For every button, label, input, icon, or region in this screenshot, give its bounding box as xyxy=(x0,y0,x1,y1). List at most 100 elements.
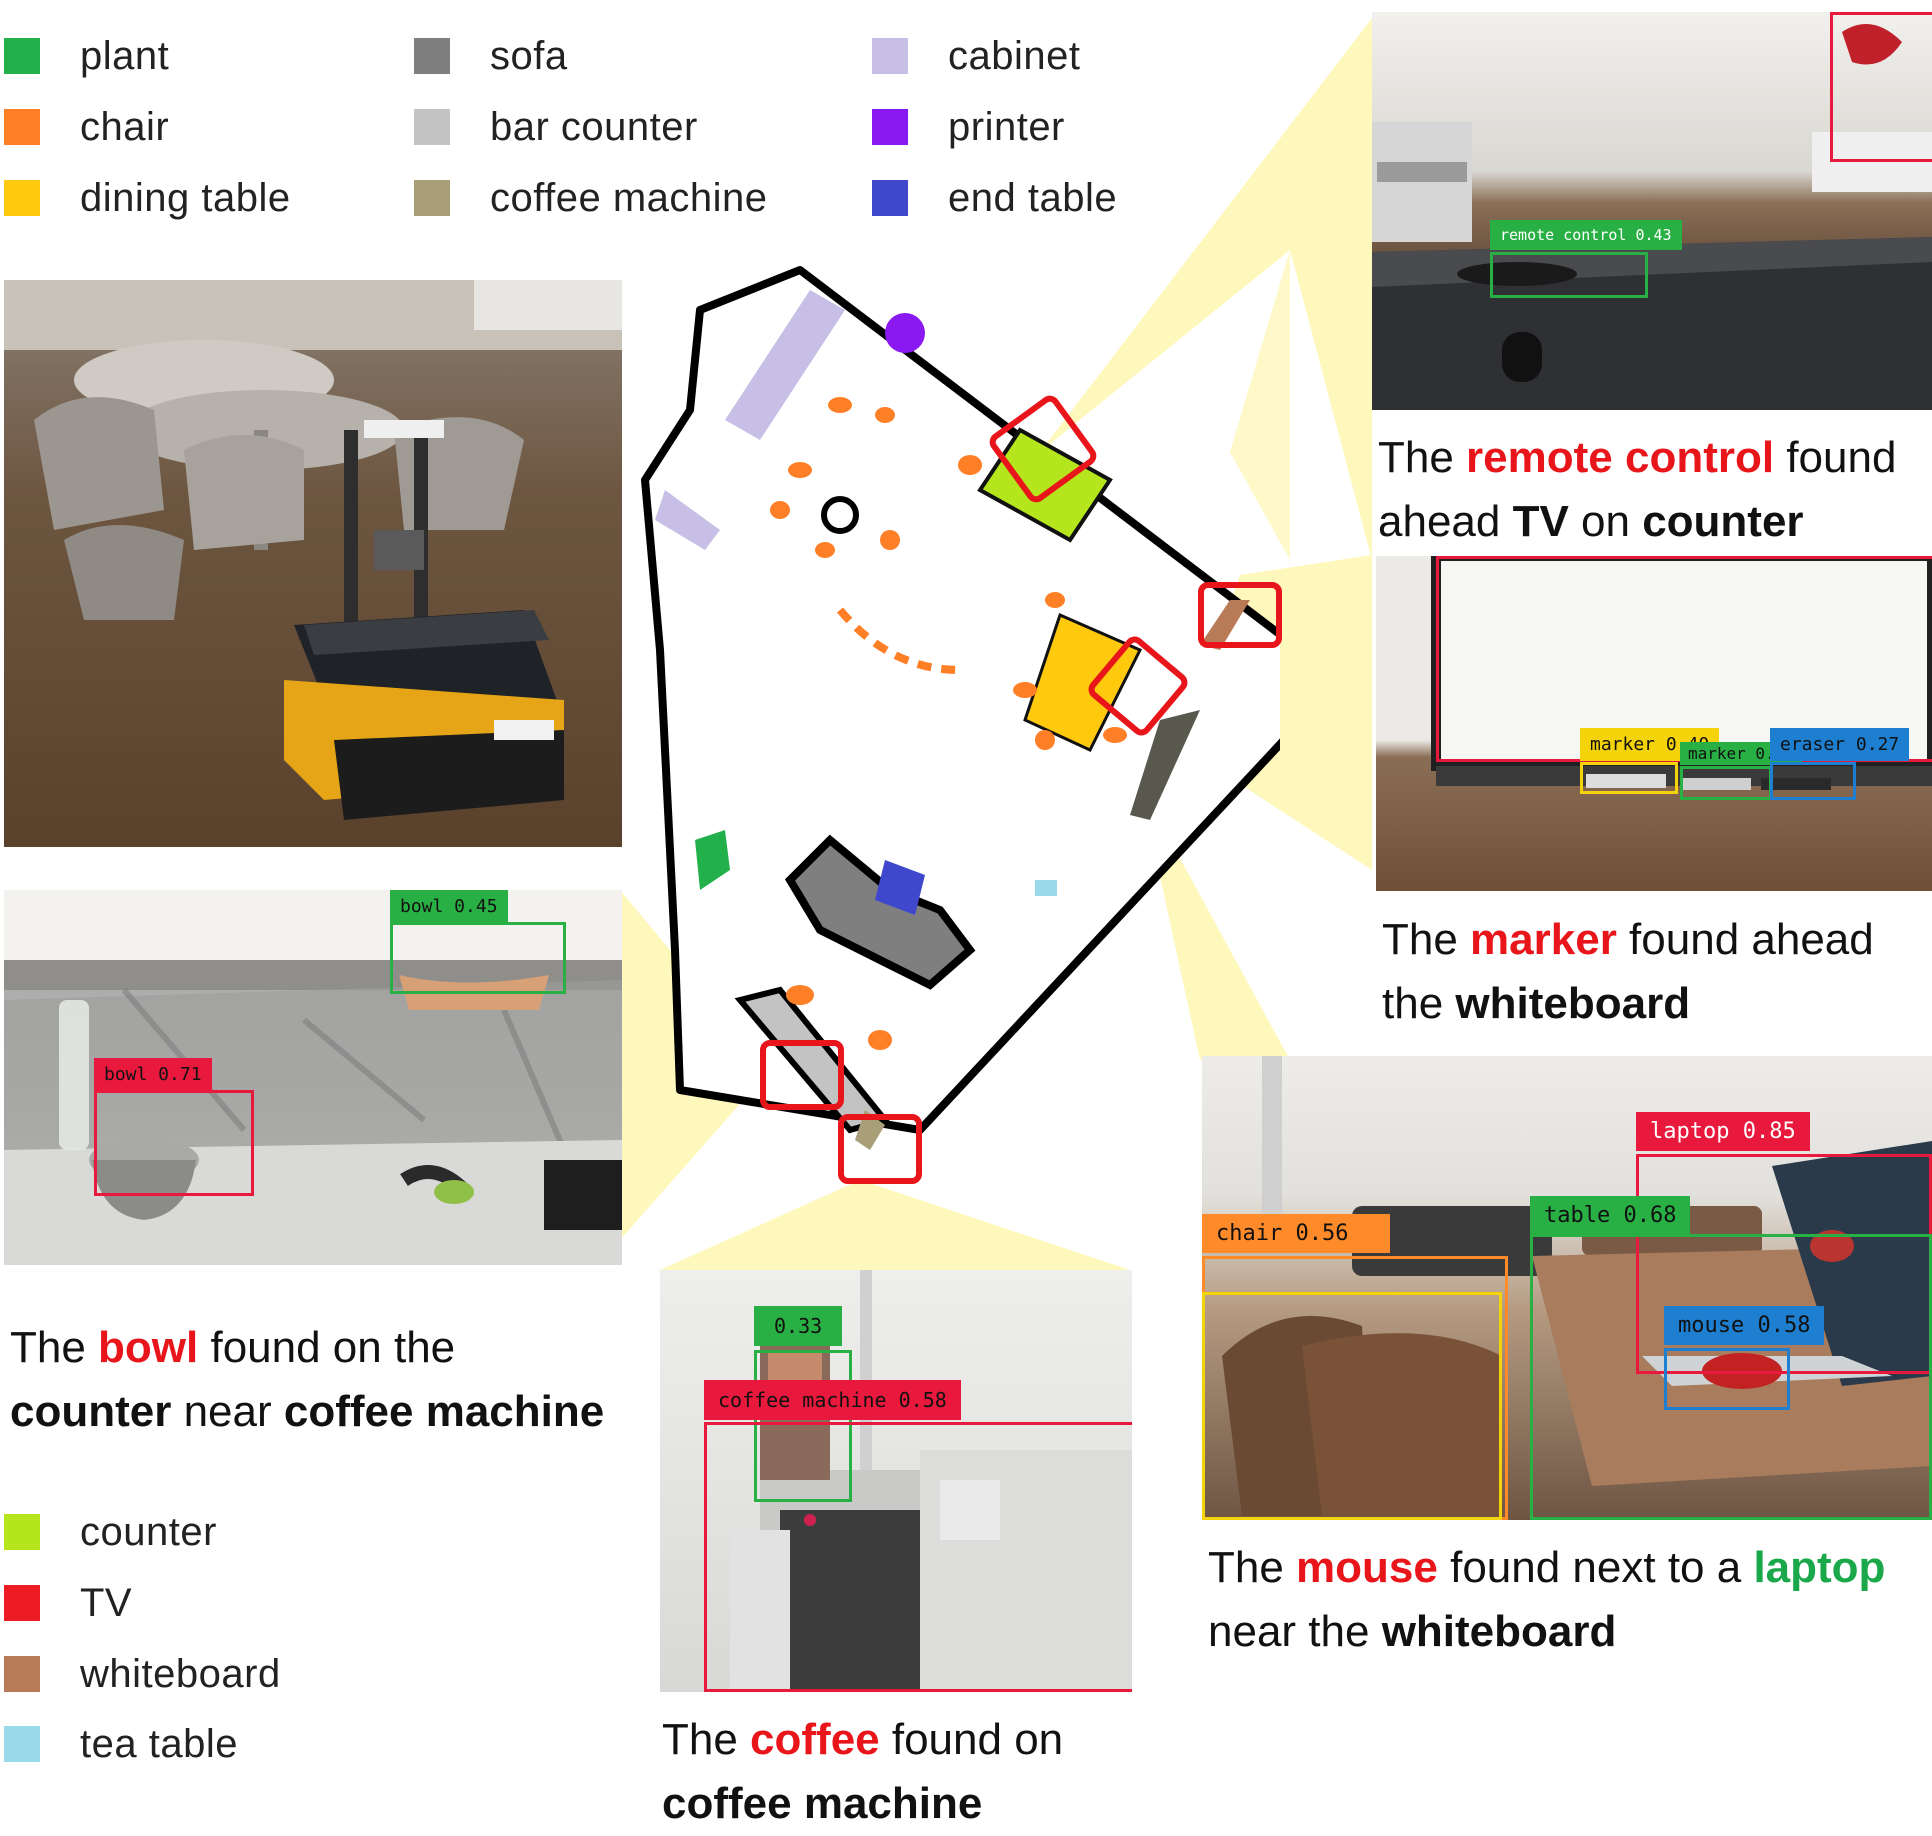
bowl-detection-label-2: bowl 0.71 xyxy=(94,1058,212,1091)
legend-label: counter xyxy=(80,1509,217,1554)
map-plant-shape xyxy=(695,830,730,890)
eraser-detection-box xyxy=(1770,762,1856,800)
legend-label: printer xyxy=(948,104,1065,149)
caption-mouse: The mouse found next to a laptop near th… xyxy=(1208,1536,1885,1664)
map-cabinet-shape xyxy=(725,290,845,440)
legend-label: coffee machine xyxy=(490,175,768,220)
caption-object: marker xyxy=(1470,915,1617,964)
caption-text: The xyxy=(1208,1543,1297,1592)
tea-table-swatch xyxy=(4,1726,40,1762)
caption-landmark: counter xyxy=(10,1387,172,1436)
target-box-coffee xyxy=(838,1114,922,1184)
legend-label: sofa xyxy=(490,33,568,78)
caption-text: found on the xyxy=(198,1323,456,1372)
caption-object: mouse xyxy=(1296,1543,1438,1592)
bowl-detection-box-2 xyxy=(94,1090,254,1196)
legend-item-cabinet: cabinet xyxy=(872,28,1080,84)
end-table-swatch xyxy=(872,180,908,216)
legend-item-coffee-machine: coffee machine xyxy=(414,170,768,226)
coffee-photo: 0.33 coffee machine 0.58 xyxy=(660,1270,1132,1692)
coffee-machine-detection-box xyxy=(704,1422,1132,1692)
caption-landmark: whiteboard xyxy=(1381,1607,1617,1656)
caption-text: found next to a xyxy=(1437,1543,1754,1592)
sofa-swatch xyxy=(414,38,450,74)
caption-line: The coffee found on xyxy=(662,1708,1063,1772)
map-whiteboard-shape xyxy=(1200,600,1250,650)
legend-label: plant xyxy=(80,33,170,78)
caption-text: The xyxy=(1382,915,1471,964)
map-bar-counter-shape xyxy=(734,986,891,1134)
mouse-detection-box xyxy=(1664,1348,1790,1410)
legend-label: chair xyxy=(80,104,170,149)
wedge-tv-right xyxy=(1230,250,1290,560)
legend-item-counter: counter xyxy=(4,1504,217,1560)
caption-text: found xyxy=(1774,433,1897,482)
map-chairs xyxy=(770,397,1127,1050)
target-box-whiteboard xyxy=(1198,582,1282,648)
coffee-machine-detection-label: coffee machine 0.58 xyxy=(704,1380,961,1420)
robot-photo xyxy=(4,280,622,847)
legend-item-sofa: sofa xyxy=(414,28,568,84)
caption-text: on xyxy=(1568,497,1643,546)
wedge-remote xyxy=(1040,18,1372,560)
laptop-detection-label: laptop 0.85 xyxy=(1636,1112,1810,1151)
dining-table-swatch xyxy=(4,180,40,216)
caption-text: found ahead xyxy=(1616,915,1874,964)
marker-detection-box-2 xyxy=(1680,766,1772,800)
caption-text: The xyxy=(662,1715,751,1764)
legend-item-end-table: end table xyxy=(872,170,1117,226)
target-box-bowl xyxy=(760,1040,844,1110)
coffee-scene xyxy=(730,1270,1132,1692)
legend-item-plant: plant xyxy=(4,28,169,84)
coffee-detection-box xyxy=(754,1350,852,1502)
caption-landmark: coffee machine xyxy=(283,1387,605,1436)
caption-landmark: coffee machine xyxy=(662,1779,983,1828)
caption-text: near the xyxy=(1208,1607,1382,1656)
map-counter-shape xyxy=(977,427,1113,543)
mouse-photo: laptop 0.85 chair 0.56 table 0.68 mouse … xyxy=(1202,1056,1932,1520)
map-chair-arc xyxy=(836,607,961,674)
map-divider-shadow xyxy=(1130,710,1200,820)
bar-counter-swatch xyxy=(414,109,450,145)
remote-detection-label: remote control 0.43 xyxy=(1490,220,1682,250)
map-coffee-machine-shape xyxy=(855,1110,885,1150)
legend-label: whiteboard xyxy=(80,1651,281,1696)
map-floor xyxy=(641,266,1280,1134)
legend-label: TV xyxy=(80,1580,133,1625)
caption-object-2: laptop xyxy=(1753,1543,1886,1592)
chair-detection-text: chair 0.56 xyxy=(1216,1221,1349,1246)
caption-text: ahead xyxy=(1378,497,1513,546)
caption-text: The xyxy=(10,1323,99,1372)
caption-line: The mouse found next to a laptop xyxy=(1208,1536,1885,1600)
caption-marker: The marker found ahead the whiteboard xyxy=(1382,908,1874,1036)
legend-label: bar counter xyxy=(490,104,698,149)
plant-swatch xyxy=(4,38,40,74)
tv-detection-box xyxy=(1830,12,1932,162)
caption-text: near xyxy=(171,1387,284,1436)
caption-line: the whiteboard xyxy=(1382,972,1874,1036)
semantic-map xyxy=(641,266,1280,1150)
whiteboard-swatch xyxy=(4,1656,40,1692)
map-cabinet-shape-2 xyxy=(655,490,720,550)
counter-swatch xyxy=(4,1514,40,1550)
remote-detection-box xyxy=(1490,252,1648,298)
caption-line: The bowl found on the xyxy=(10,1316,604,1380)
mouse-detection-label: mouse 0.58 xyxy=(1664,1306,1825,1345)
wedge-coffee xyxy=(660,1180,1130,1270)
bowl-scene xyxy=(4,890,622,1265)
bowl-detection-label-1: bowl 0.45 xyxy=(390,890,508,923)
caption-bowl: The bowl found on the counter near coffe… xyxy=(10,1316,604,1444)
bowl-detection-box-1 xyxy=(390,922,566,994)
legend-label: end table xyxy=(948,175,1118,220)
caption-line: counter near coffee machine xyxy=(10,1380,604,1444)
map-end-table-shape xyxy=(875,860,925,915)
caption-object: bowl xyxy=(98,1323,199,1372)
legend-item-dining-table: dining table xyxy=(4,170,291,226)
cabinet-swatch xyxy=(872,38,908,74)
marker-photo: marker 0.40 marker 0.37 eraser 0.27 xyxy=(1376,556,1932,891)
coffee-detection-label: 0.33 xyxy=(754,1306,843,1346)
caption-landmark: whiteboard xyxy=(1455,979,1691,1028)
legend-item-bar-counter: bar counter xyxy=(414,99,698,155)
eraser-detection-label: eraser 0.27 xyxy=(1770,728,1910,761)
marker-detection-box-1 xyxy=(1580,762,1678,794)
